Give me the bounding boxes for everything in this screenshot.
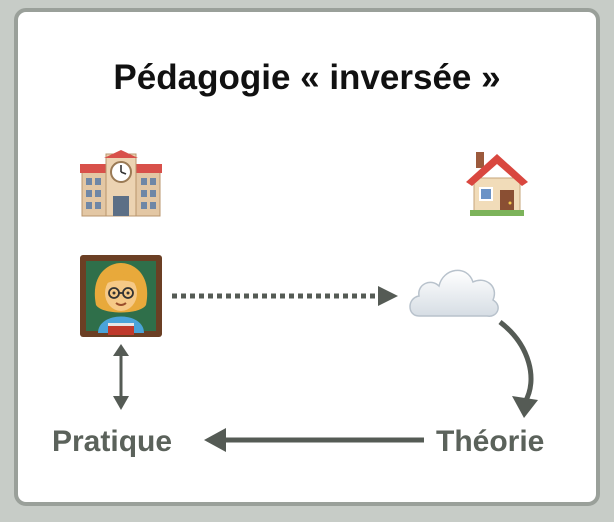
diagram-title: Pédagogie « inversée » <box>113 58 501 97</box>
curved-arrow <box>498 320 538 418</box>
practice-label: Pratique <box>52 425 173 458</box>
solid-arrow <box>204 428 424 452</box>
dotted-arrow <box>172 286 398 306</box>
double-arrow <box>113 344 129 410</box>
cloud-icon <box>409 269 499 317</box>
school-icon <box>80 150 162 217</box>
teacher-icon <box>80 255 162 337</box>
house-icon <box>466 152 528 216</box>
theory-label: Théorie <box>436 425 545 458</box>
